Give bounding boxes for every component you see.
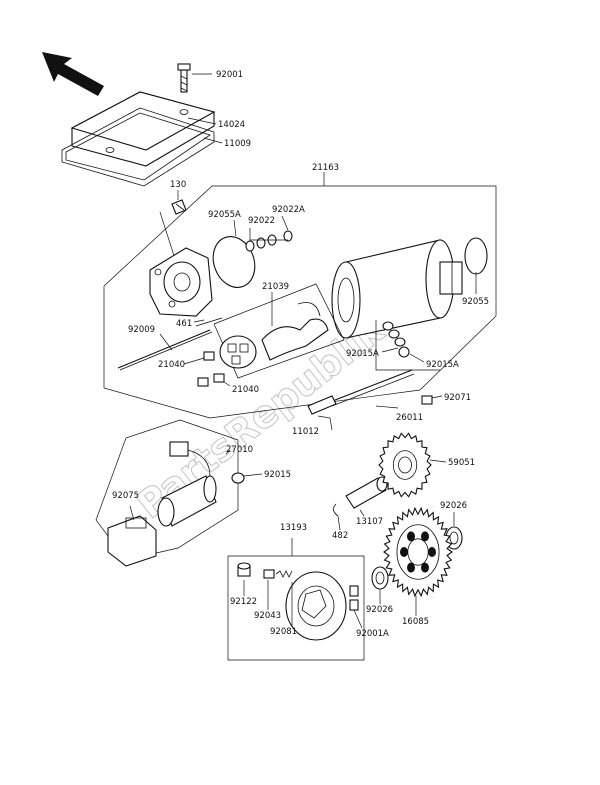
end-cover [149, 247, 213, 317]
label-11012: 11012 [292, 427, 319, 437]
long-bolt-92009 [117, 329, 211, 369]
bolt-461 [195, 317, 223, 327]
label-27010: 27010 [226, 445, 253, 455]
label-92081: 92081 [270, 627, 297, 637]
label-92071: 92071 [444, 393, 471, 403]
gear-hole [428, 547, 436, 557]
shaft-13107 [345, 476, 388, 509]
o-ring-92055 [464, 237, 488, 275]
label-14024: 14024 [218, 120, 245, 130]
label-92015: 92015 [264, 470, 291, 480]
brush-holder-21040 [219, 335, 257, 369]
label-92022A: 92022A [272, 205, 305, 215]
bolts-92001A [349, 585, 359, 611]
o-ring-92055A [212, 236, 256, 288]
gear-16085 [383, 506, 453, 598]
starter-assembly-frame [103, 185, 497, 419]
label-21040-a: 21040 [158, 360, 185, 370]
label-92015A-left: 92015A [346, 349, 379, 359]
front-direction-arrow-icon [42, 52, 104, 96]
brush-plate-21039 [261, 302, 329, 361]
gear-hole [407, 531, 415, 542]
label-92015A-right: 92015A [426, 360, 459, 370]
clutch-frame [227, 555, 365, 661]
label-92001A: 92001A [356, 629, 389, 639]
label-21163: 21163 [312, 163, 339, 173]
label-92001: 92001 [216, 70, 243, 80]
gear-hole [407, 562, 415, 573]
label-92026-a: 92026 [440, 501, 467, 511]
starter-motor-body [331, 239, 463, 339]
label-13193: 13193 [280, 523, 307, 533]
label-92055A: 92055A [208, 210, 241, 220]
washer-92026-b [371, 566, 389, 590]
sprocket-59051 [378, 432, 432, 498]
gear-hole [400, 547, 408, 557]
label-92055: 92055 [462, 297, 489, 307]
clip-482 [333, 503, 339, 517]
label-13107: 13107 [356, 517, 383, 527]
label-16085: 16085 [402, 617, 429, 627]
label-482: 482 [332, 531, 348, 541]
label-59051: 59051 [448, 458, 475, 468]
brushes-21040 [197, 351, 225, 387]
relay-frame [95, 419, 239, 561]
cable-26011 [307, 369, 433, 415]
label-461: 461 [176, 319, 192, 329]
label-21039: 21039 [262, 282, 289, 292]
gear-hole [421, 562, 429, 573]
bushing-92015 [231, 472, 245, 484]
starter-relay-27010 [157, 441, 217, 527]
gasket-11009 [61, 107, 215, 187]
bolt-130 [171, 199, 187, 215]
label-92075: 92075 [112, 491, 139, 501]
spring-92043 [263, 569, 293, 579]
label-92043: 92043 [254, 611, 281, 621]
bolt-92001 [177, 63, 191, 93]
gear-hole [421, 531, 429, 542]
label-11009: 11009 [224, 139, 251, 149]
cover-14024 [70, 91, 216, 167]
washers-92022 [245, 230, 293, 252]
label-130: 130 [170, 180, 186, 190]
leader-lines [129, 73, 477, 629]
relay-cover-92075 [107, 515, 157, 567]
washers-92015A [382, 321, 410, 358]
label-92122: 92122 [230, 597, 257, 607]
clutch-housing-13193 [285, 571, 347, 641]
label-92022: 92022 [248, 216, 275, 226]
label-92009: 92009 [128, 325, 155, 335]
label-21040-b: 21040 [232, 385, 259, 395]
roller-92122 [237, 562, 251, 577]
label-92026-b: 92026 [366, 605, 393, 615]
label-26011: 26011 [396, 413, 423, 423]
